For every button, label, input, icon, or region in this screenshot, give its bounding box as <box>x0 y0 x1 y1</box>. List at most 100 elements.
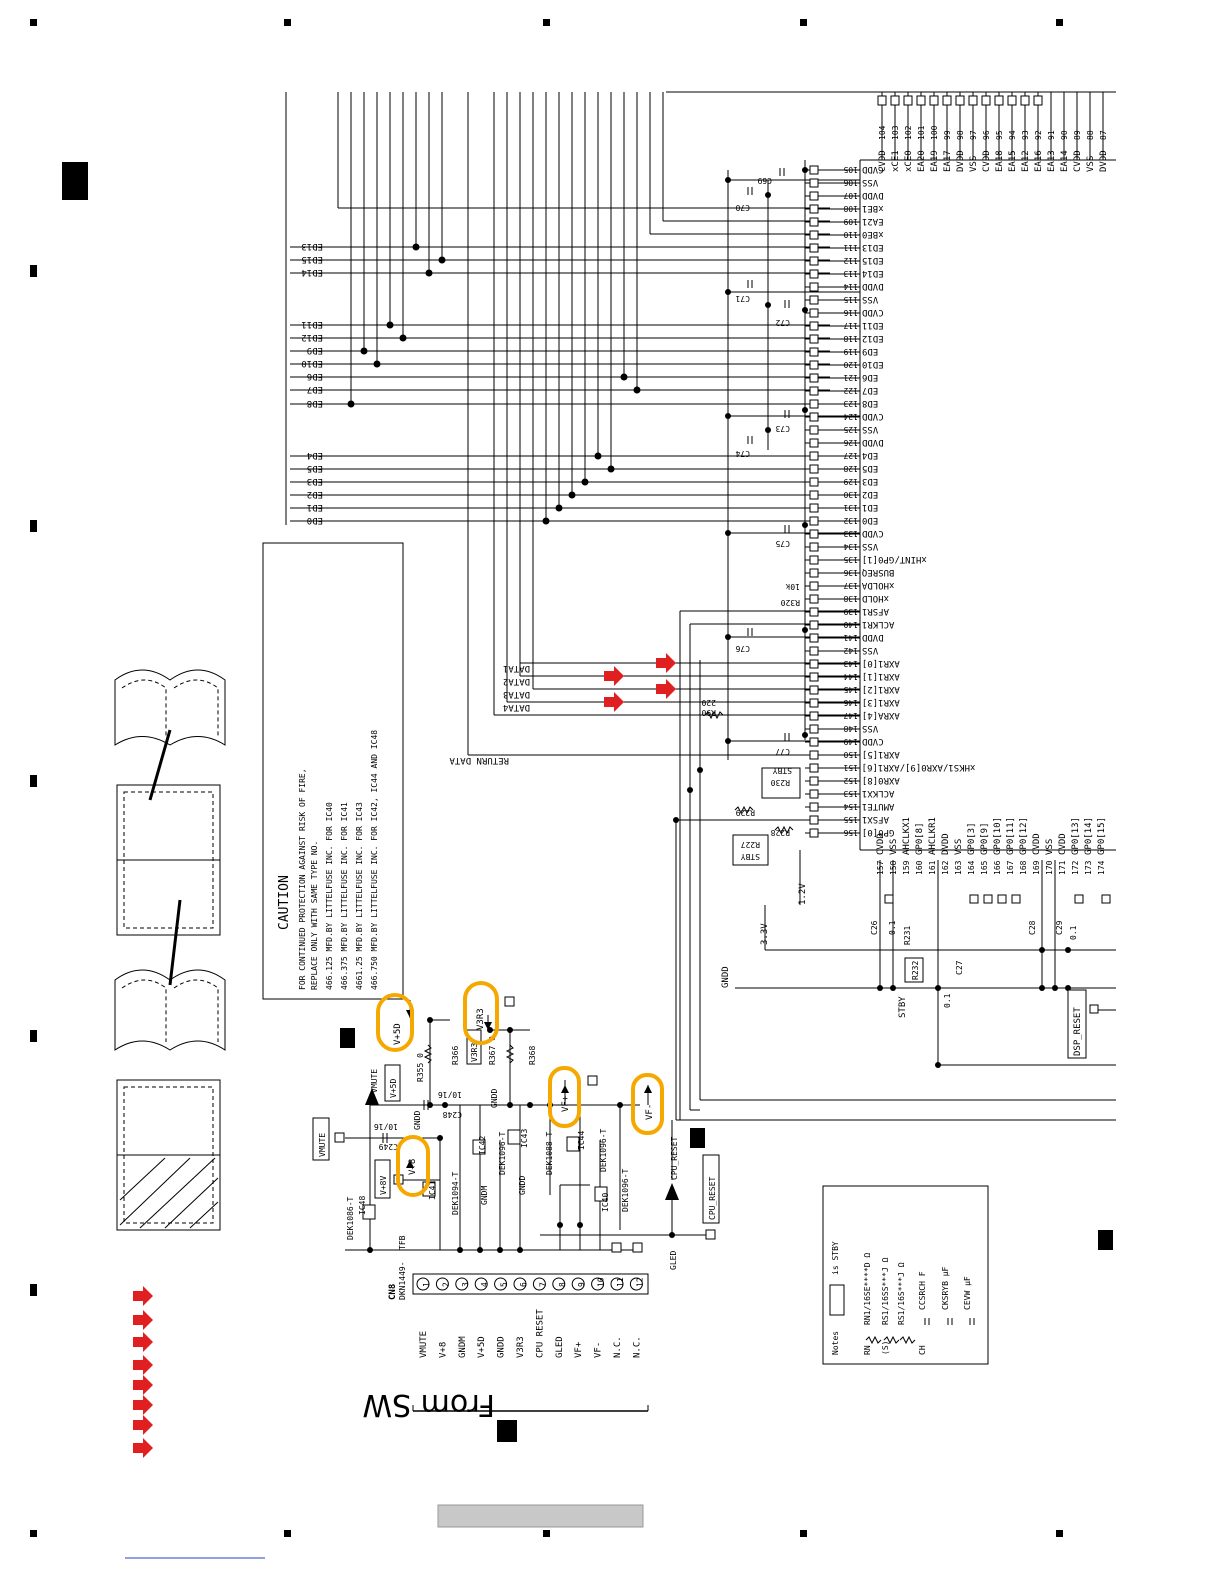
ic-pin-signal: VSS <box>862 424 878 434</box>
svg-text:R230: R230 <box>771 778 790 787</box>
label-gndd: GNDD <box>721 966 731 988</box>
bus-label: ED1 <box>307 502 323 512</box>
ic-pin-signal: VSS <box>862 541 878 551</box>
open-book-icon-bottom <box>114 969 226 1051</box>
ic-pin-signal: VSS <box>862 294 878 304</box>
label-stby-bottom: STBY <box>898 996 908 1018</box>
cn8-ref: CN8 <box>388 1284 398 1300</box>
ic-pin-number: 135 <box>843 555 858 564</box>
ic-pin-number: 101 <box>917 125 926 140</box>
highlight-vfplus <box>548 1066 581 1128</box>
cn8-pin-number: 11 <box>616 1277 625 1287</box>
ic-pin-number: 170 <box>1045 860 1054 875</box>
cn8-connector: CN8 DKN1449- TFB From SW <box>362 1235 649 1422</box>
ic-pin-signal: ED13 <box>862 242 884 252</box>
ic-pin-number: 134 <box>843 542 858 551</box>
bus-label: ED15 <box>301 254 323 264</box>
svg-text:IC48: IC48 <box>358 1196 367 1215</box>
ic-pin-number: 127 <box>843 451 858 460</box>
svg-text:220: 220 <box>701 698 716 707</box>
ic-pin-signal: EA12 <box>1021 150 1031 172</box>
bus-label: ED7 <box>307 384 323 394</box>
cn8-pin-number: 3 <box>461 1282 470 1287</box>
ic-pin-signal: ED5 <box>862 463 878 473</box>
svg-text:STBY: STBY <box>741 852 760 861</box>
ic-pin-number: 113 <box>843 269 858 278</box>
ic-pin-signal: xHOLDA <box>861 580 894 590</box>
caution-line-5: 4661.25 MFD.BY LITTELFUSE INC. FOR IC43 <box>355 802 364 990</box>
ic-pin-number: 96 <box>982 130 991 140</box>
ic-pin-signal: ED9 <box>862 346 878 356</box>
ic-pin-number: 162 <box>941 860 950 875</box>
caution-line-6: 466.750 MFD.BY LITTELFUSE INC. FOR IC42,… <box>370 730 379 990</box>
bus-label: ED6 <box>307 371 323 381</box>
ic-pin-number: 117 <box>843 321 858 330</box>
ic-pin-number: 169 <box>1032 860 1041 875</box>
ic-pin-number: 100 <box>930 125 939 140</box>
ic-pin-signal: CVDD <box>878 150 888 172</box>
ic-pin-signal: GP0[0] <box>862 827 895 837</box>
ic-pin-number: 116 <box>843 308 858 317</box>
svg-text:R229: R229 <box>736 808 755 817</box>
cn8-pin-number: 4 <box>480 1282 489 1287</box>
svg-text:C77: C77 <box>775 747 790 756</box>
svg-text:V+8V: V+8V <box>379 1176 388 1195</box>
bus-vertical-lines <box>285 91 1116 755</box>
page-layout-icons <box>114 669 226 1231</box>
cn8-pin-label: VMUTE <box>419 1331 429 1358</box>
data3-label: DATA3 <box>503 689 530 699</box>
signal-arrow-legend <box>133 1286 153 1458</box>
ic-pin-signal: xBE0 <box>862 229 884 239</box>
caution-title: CAUTION <box>277 875 292 930</box>
ic-pin-number: 148 <box>843 724 858 733</box>
ic-pin-number: 114 <box>843 282 858 291</box>
ic-pin-number: 88 <box>1086 130 1095 140</box>
ic-pin-signal: VSS <box>954 839 964 855</box>
ic-pin-signal: AHCLKX1 <box>902 817 912 855</box>
cn8-pin-label: VF+ <box>574 1341 584 1358</box>
ic-pin-signal: EA13 <box>1047 150 1057 172</box>
bus-label: ED2 <box>307 489 323 499</box>
svg-text:R227: R227 <box>741 840 760 849</box>
ic-pin-number: 147 <box>843 711 858 720</box>
ic-pin-signal: GP0[12] <box>1019 817 1029 855</box>
caution-line-3: 466.125 MFD.BY LITTELFUSE INC. FOR IC40 <box>325 802 334 990</box>
ic-pin-number: 173 <box>1084 860 1093 875</box>
ic-pin-signal: VSS <box>862 645 878 655</box>
footer-bar <box>437 1504 644 1528</box>
open-book-icon-top <box>114 669 226 746</box>
ic-pin-signal: CVDD <box>862 411 884 421</box>
ic-pin-signal: ED6 <box>862 372 878 382</box>
ic-pin-number: 131 <box>843 503 858 512</box>
ic-pin-signal: AXR1[1] <box>862 671 900 681</box>
ic-pin-number: 174 <box>1097 860 1106 875</box>
ic-pin-number: 163 <box>954 860 963 875</box>
svg-text:C71: C71 <box>735 294 750 303</box>
ic-pin-number: 132 <box>843 516 858 525</box>
svg-text:0.1: 0.1 <box>888 920 897 935</box>
ic-pin-number: 167 <box>1006 860 1015 875</box>
svg-text:R90: R90 <box>701 708 716 717</box>
cn8-pin-label: GNDM <box>458 1336 468 1358</box>
caution-line-4: 466.375 MFD.BY LITTELFUSE INC. FOR IC41 <box>340 802 349 990</box>
cn8-pin-label: V+8 <box>438 1342 448 1358</box>
bus-label: ED5 <box>307 463 323 473</box>
frame-marks <box>30 19 1113 1537</box>
svg-text:IC41: IC41 <box>428 1181 437 1200</box>
ic-pin-signal: AMUTE1 <box>862 801 895 811</box>
svg-text:VMUTE: VMUTE <box>370 1069 379 1093</box>
cn8-pin-number: 9 <box>577 1282 586 1287</box>
svg-text:IC42: IC42 <box>478 1136 487 1155</box>
svg-text:GNDD: GNDD <box>490 1089 499 1108</box>
ic-pin-signal: ED12 <box>862 333 884 343</box>
ic-pin-signal: ED8 <box>862 398 878 408</box>
ic-pin-signal: DVDD <box>862 632 884 642</box>
svg-text:CH: CH <box>918 1345 927 1355</box>
ic-pin-signal: CVDD <box>862 307 884 317</box>
ic-pin-signal: GP0[11] <box>1006 817 1016 855</box>
svg-text:C249: C249 <box>379 1142 398 1151</box>
caution-line-2: REPLACE ONLY WITH SAME TYPE NO. <box>310 841 319 990</box>
data2-label: DATA2 <box>503 676 530 686</box>
